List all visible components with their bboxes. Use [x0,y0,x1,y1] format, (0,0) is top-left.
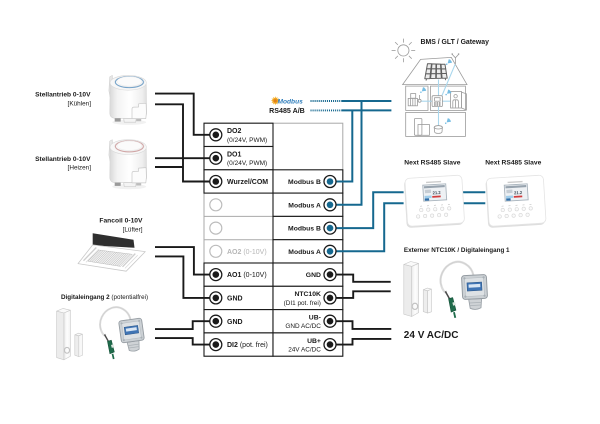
svg-text:UB-: UB- [309,314,321,321]
svg-text:DI2 (pot. frei): DI2 (pot. frei) [227,342,268,349]
svg-text:NTC10K: NTC10K [294,291,321,298]
svg-text:GND: GND [227,319,243,326]
svg-text:(0/24V, PWM): (0/24V, PWM) [227,160,267,167]
svg-text:GND AC/DC: GND AC/DC [285,323,321,330]
svg-text:21.2: 21.2 [514,190,523,196]
svg-text:AO1 (0-10V): AO1 (0-10V) [227,272,267,279]
svg-text:Digitaleingang 2 (potentialfre: Digitaleingang 2 (potentialfrei) [61,294,148,301]
svg-text:Modbus B: Modbus B [288,179,321,186]
svg-text:BMS / GLT / Gateway: BMS / GLT / Gateway [421,39,490,46]
svg-text:Modbus A: Modbus A [288,249,321,256]
svg-text:24V AC/DC: 24V AC/DC [288,347,321,354]
svg-text:Modbus: Modbus [278,99,304,106]
svg-text:Wurzel/COM: Wurzel/COM [227,179,268,186]
svg-text:(DI1 pot. frei): (DI1 pot. frei) [284,300,321,307]
svg-text:Next RS485 Slave: Next RS485 Slave [404,160,460,167]
svg-text:Stellantrieb 0-10V: Stellantrieb 0-10V [35,156,91,163]
svg-text:Next RS485 Slave: Next RS485 Slave [485,160,541,167]
svg-text:[Lüfter]: [Lüfter] [123,226,143,233]
svg-text:Fancoil 0-10V: Fancoil 0-10V [99,218,143,225]
svg-text:[Heizen]: [Heizen] [68,165,92,172]
svg-text:Externer NTC10K / Digitaleinga: Externer NTC10K / Digitaleingang 1 [404,247,510,254]
svg-text:(0/24V, PWM): (0/24V, PWM) [227,137,267,144]
svg-text:Modbus B: Modbus B [288,226,321,233]
svg-text:DO1: DO1 [227,151,242,158]
svg-text:Stellantrieb 0-10V: Stellantrieb 0-10V [35,92,91,99]
svg-text:UB+: UB+ [307,338,321,345]
svg-text:[Kühlen]: [Kühlen] [68,100,92,107]
svg-text:GND: GND [306,272,321,279]
svg-text:RS485 A/B: RS485 A/B [269,107,305,115]
svg-text:AO2 (0-10V): AO2 (0-10V) [227,249,267,256]
svg-text:Modbus A: Modbus A [288,202,321,209]
svg-text:21.2: 21.2 [432,190,441,196]
svg-text:GND: GND [227,295,243,302]
svg-text:DO2: DO2 [227,128,242,135]
svg-text:24 V AC/DC: 24 V AC/DC [404,330,459,341]
